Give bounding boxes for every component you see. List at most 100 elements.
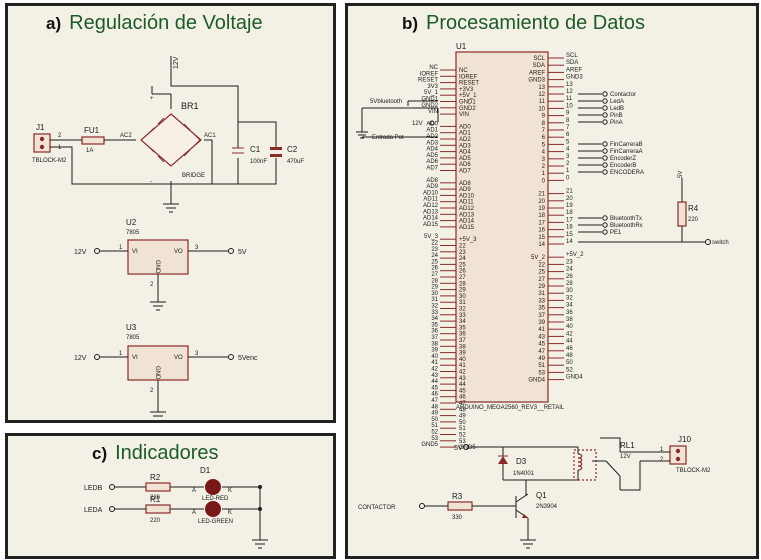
svg-text:2: 2 (660, 457, 664, 463)
pin-label: 11 (539, 99, 546, 105)
svg-text:U3: U3 (126, 323, 137, 332)
net-terminal (602, 155, 608, 161)
pin-number: 3 (566, 154, 570, 160)
pin-number: 44 (566, 339, 573, 345)
pin-number: AD11 (423, 197, 438, 203)
pin-number: 16 (566, 225, 573, 231)
pin-label: 28 (459, 281, 466, 287)
pin-number: AD4 (426, 147, 438, 153)
pin-number: AD9 (426, 184, 438, 190)
j10-terminal: J10 1 2 TBLOCK-M2 (660, 435, 711, 474)
pin-number: 14 (566, 239, 573, 245)
pin-label: SCL (533, 56, 545, 62)
pin-number: 5 (566, 139, 570, 145)
pin-label: 15 (538, 235, 545, 241)
pin-number: 10 (566, 103, 573, 109)
net-label: LedA (610, 99, 624, 105)
pin-label: AD15 (459, 225, 475, 231)
svg-text:1: 1 (58, 145, 62, 151)
pin-number: AREF (566, 67, 582, 73)
svg-text:VI: VI (132, 249, 138, 255)
pin-label: 45 (538, 342, 545, 348)
svg-text:TBLOCK-M2: TBLOCK-M2 (32, 158, 67, 164)
pin-number: 32 (566, 295, 573, 301)
pin-number: 44 (431, 379, 438, 385)
pin-label: 32 (459, 307, 466, 313)
pin-number: 27 (431, 272, 438, 278)
u3-regulator: U3 7805 VI VO GND 1 3 2 12V 5Venc (74, 323, 258, 417)
pin-number: GND2 (421, 103, 438, 109)
pin-number: 31 (431, 297, 438, 303)
pin-label: AD10 (459, 193, 475, 199)
pin-label: NC (459, 68, 468, 74)
pin-number: GND5 (421, 442, 438, 448)
svg-text:C2: C2 (287, 145, 298, 154)
pin-label: 39 (459, 351, 466, 357)
pin-label: 47 (459, 401, 466, 407)
svg-text:12V: 12V (74, 249, 87, 256)
svg-text:CONTACTOR: CONTACTOR (358, 505, 396, 511)
pin-number: VIN (428, 109, 438, 115)
svg-text:12V: 12V (620, 454, 631, 460)
pin-label: 13 (538, 85, 545, 91)
pin-label: 42 (459, 370, 466, 376)
pin-label: 21 (538, 192, 545, 198)
svg-text:2: 2 (58, 133, 62, 139)
pin-number: 38 (566, 317, 573, 323)
svg-text:VI: VI (132, 355, 138, 361)
pin-label: AD13 (459, 212, 475, 218)
pin-number: 43 (431, 373, 438, 379)
pin-number: SDA (566, 60, 578, 66)
pin-number: 34 (431, 316, 438, 322)
pin-label: 24 (459, 256, 466, 262)
pin-number: AD14 (423, 216, 439, 222)
svg-text:12V: 12V (412, 121, 423, 127)
pin-label: AD1 (459, 131, 471, 137)
panel-indicators: c)Indicadores LEDB R2 220 LEDA R1 220 D1… (5, 433, 336, 559)
panel-c-title: c)Indicadores (92, 442, 219, 464)
net-label: EncoderB (610, 163, 636, 169)
pin-number: 6 (566, 132, 570, 138)
svg-text:LED-RED: LED-RED (202, 496, 229, 502)
svg-text:7805: 7805 (126, 335, 140, 341)
svg-text:1: 1 (119, 245, 123, 251)
pin-label: 37 (538, 313, 545, 319)
pin-label: AD4 (459, 150, 471, 156)
net-terminal (602, 162, 608, 168)
net-label: BluetoothTx (610, 216, 642, 222)
svg-text:D3: D3 (516, 457, 527, 466)
pin-number: 36 (431, 329, 438, 335)
svg-text:220: 220 (150, 518, 161, 524)
pin-number: 15 (566, 232, 573, 238)
pin-number: 35 (431, 322, 438, 328)
svg-text:C1: C1 (250, 145, 261, 154)
pin-number: AD10 (423, 190, 439, 196)
pin-number: 41 (431, 360, 438, 366)
pin-label: 23 (459, 250, 466, 256)
pin-number: 18 (566, 210, 573, 216)
pin-number: 48 (566, 353, 573, 359)
pin-label: 8 (542, 121, 546, 127)
svg-text:1N4001: 1N4001 (513, 471, 535, 477)
pin-label: AD12 (459, 206, 475, 212)
pin-number: 30 (566, 288, 573, 294)
pin-label: +3V3 (459, 87, 474, 93)
pin-number: 50 (566, 360, 573, 366)
pin-number: 26 (431, 266, 438, 272)
pin-number: 37 (431, 335, 438, 341)
pin-label: 51 (459, 426, 466, 432)
pin-label: 40 (459, 357, 466, 363)
pin-number: 26 (566, 274, 573, 280)
svg-text:BR1: BR1 (181, 101, 199, 111)
r2-resistor: R2 220 (145, 473, 171, 501)
pin-number: 51 (431, 423, 438, 429)
svg-text:Entrada Pot: Entrada Pot (372, 135, 404, 141)
pin-label: 43 (538, 334, 545, 340)
pin-number: 23 (431, 247, 438, 253)
pin-label: +5V_3 (459, 237, 477, 243)
pin-number: AD3 (426, 140, 438, 146)
pin-number: 23 (566, 259, 573, 265)
pin-number: 48 (431, 404, 438, 410)
